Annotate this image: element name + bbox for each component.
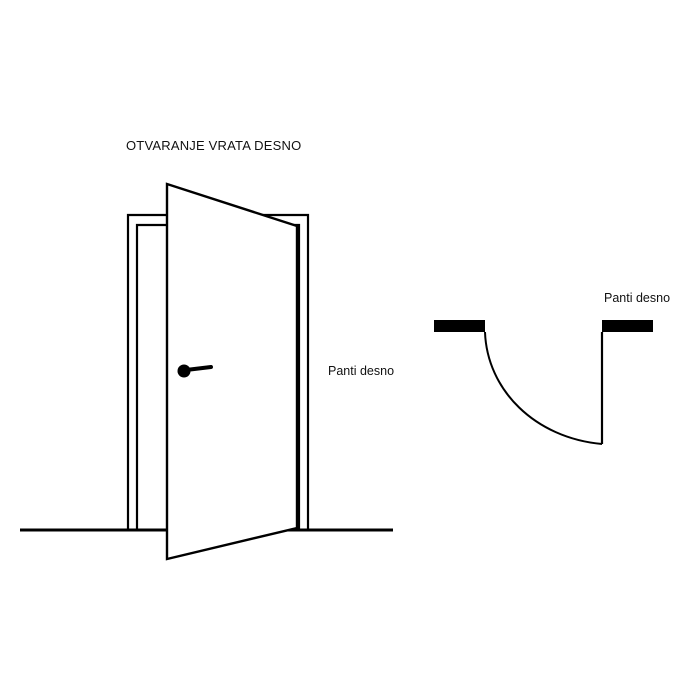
- door-swing-arc: [484, 331, 603, 445]
- door-elevation: Panti desno: [20, 182, 394, 561]
- door-leaf: [165, 182, 299, 561]
- elevation-hinge-label: Panti desno: [328, 364, 394, 378]
- plan-hinge-label: Panti desno: [604, 291, 670, 305]
- diagram-title: OTVARANJE VRATA DESNO: [126, 138, 301, 153]
- plan-wall-left: [434, 320, 485, 332]
- plan-wall-right: [602, 320, 653, 332]
- door-handle-icon: [177, 364, 213, 378]
- door-plan-view: Panti desno: [434, 291, 670, 445]
